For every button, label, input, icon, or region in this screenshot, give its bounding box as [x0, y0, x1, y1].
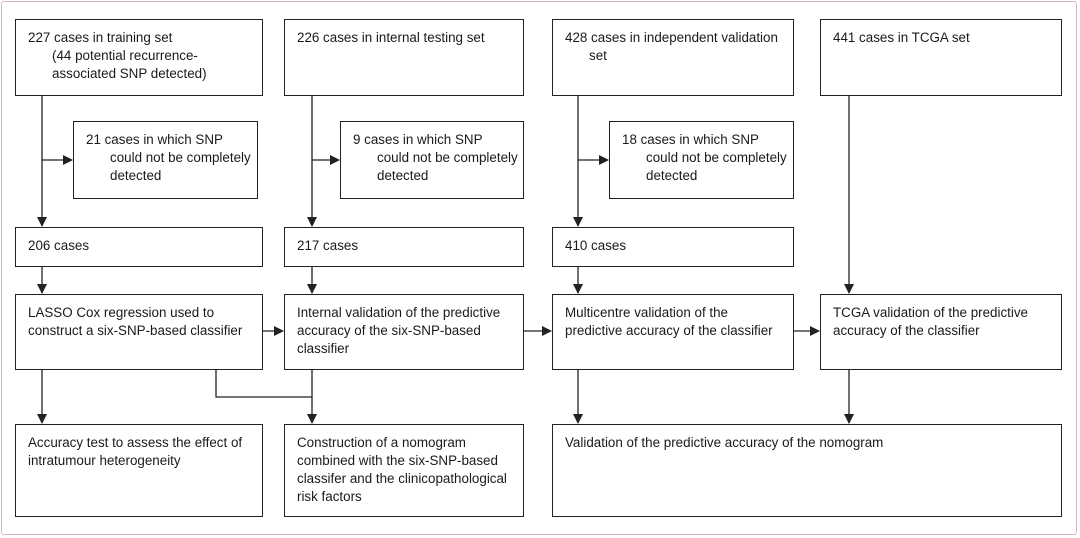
multicentre-validation-label: Multicentre validation of the	[565, 305, 729, 320]
multicentre-validation-box: Multicentre validation of the predictive…	[552, 294, 794, 370]
exclusion-box-independent: 18 cases in which SNP could not be compl…	[609, 121, 794, 199]
exclusion-label: 9 cases in which SNP	[353, 132, 483, 147]
exclusion-label-2: could not be completely	[646, 150, 787, 165]
tcga-validation-box: TCGA validation of the predictive accura…	[820, 294, 1062, 370]
training-set-detail-2: associated SNP detected)	[52, 66, 207, 81]
internal-validation-box: Internal validation of the predictive ac…	[284, 294, 524, 370]
tcga-validation-label-2: accuracy of the classifier	[833, 323, 980, 338]
lasso-label: LASSO Cox regression used to	[28, 305, 215, 320]
exclusion-box-training: 21 cases in which SNP could not be compl…	[73, 121, 258, 199]
independent-validation-set-box: 428 cases in independent validation set	[552, 19, 794, 96]
internal-validation-label-2: accuracy of the six-SNP-based	[297, 323, 481, 338]
exclusion-label-3: detected	[377, 168, 429, 183]
count-box-217: 217 cases	[284, 227, 524, 267]
exclusion-label-3: detected	[110, 168, 162, 183]
internal-validation-label-3: classifier	[297, 341, 350, 356]
accuracy-test-label: Accuracy test to assess the effect of	[28, 435, 243, 450]
training-set-detail: (44 potential recurrence-	[52, 48, 198, 63]
nomogram-validation-box: Validation of the predictive accuracy of…	[552, 424, 1062, 517]
count-box-206: 206 cases	[15, 227, 263, 267]
independent-validation-set-label: 428 cases in independent validation	[565, 30, 778, 45]
tcga-validation-label: TCGA validation of the predictive	[833, 305, 1029, 320]
exclusion-label: 18 cases in which SNP	[622, 132, 759, 147]
internal-validation-label: Internal validation of the predictive	[297, 305, 501, 320]
internal-testing-set-label: 226 cases in internal testing set	[297, 30, 485, 45]
arrow-lasso-to-nomogram	[215, 370, 312, 398]
nomogram-construction-box: Construction of a nomogram combined with…	[284, 424, 524, 517]
multicentre-validation-label-2: predictive accuracy of the classifier	[565, 323, 773, 338]
count-label: 206 cases	[28, 238, 90, 253]
nomogram-construction-label: Construction of a nomogram	[297, 435, 466, 450]
exclusion-label-3: detected	[646, 168, 698, 183]
lasso-classifier-box: LASSO Cox regression used to construct a…	[15, 294, 263, 370]
count-label: 410 cases	[565, 238, 627, 253]
accuracy-test-box: Accuracy test to assess the effect of in…	[15, 424, 263, 517]
internal-testing-set-box: 226 cases in internal testing set	[284, 19, 524, 96]
exclusion-box-internal: 9 cases in which SNP could not be comple…	[340, 121, 524, 199]
exclusion-label-2: could not be completely	[377, 150, 518, 165]
training-set-label: 227 cases in training set	[28, 30, 173, 45]
training-set-box: 227 cases in training set (44 potential …	[15, 19, 263, 96]
tcga-set-box: 441 cases in TCGA set	[820, 19, 1062, 96]
tcga-set-label: 441 cases in TCGA set	[833, 30, 970, 45]
lasso-label-2: construct a six-SNP-based classifier	[28, 323, 243, 338]
count-box-410: 410 cases	[552, 227, 794, 267]
nomogram-construction-label-4: risk factors	[297, 489, 362, 504]
independent-validation-set-label-2: set	[589, 48, 607, 63]
nomogram-construction-label-3: classifer and the clinicopathological	[297, 471, 507, 486]
exclusion-label: 21 cases in which SNP	[86, 132, 223, 147]
count-label: 217 cases	[297, 238, 359, 253]
exclusion-label-2: could not be completely	[110, 150, 251, 165]
accuracy-test-label-2: intratumour heterogeneity	[28, 453, 181, 468]
nomogram-validation-label: Validation of the predictive accuracy of…	[565, 435, 884, 450]
nomogram-construction-label-2: combined with the six-SNP-based	[297, 453, 498, 468]
